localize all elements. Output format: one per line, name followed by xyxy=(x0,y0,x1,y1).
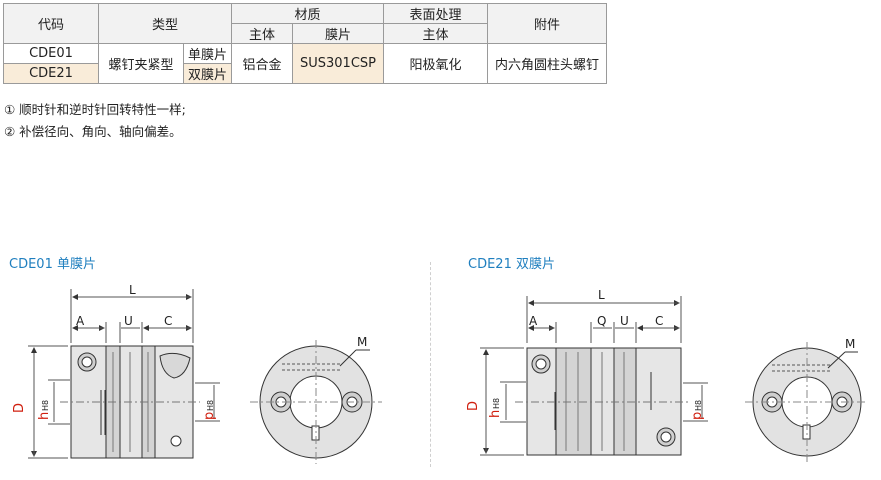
header-material: 材质 xyxy=(231,3,385,24)
cde01-side-view xyxy=(60,345,200,459)
dim-D-left: D xyxy=(12,403,27,413)
dim-L-left: L xyxy=(129,283,136,297)
dim-U-left: U xyxy=(124,314,133,328)
subheader-body: 主体 xyxy=(231,23,294,44)
dim-p-tol-left: H8 xyxy=(206,400,215,411)
caption-cde21: CDE21 双膜片 xyxy=(468,257,555,272)
dim-p-right: p xyxy=(690,412,705,420)
dim-M-right: M xyxy=(845,337,855,351)
cde21-front-view xyxy=(745,342,868,462)
dim-h-tol-right: H8 xyxy=(492,398,501,409)
dim-h-right: h xyxy=(488,410,503,418)
dim-h-left: h xyxy=(37,412,52,420)
header-code: 代码 xyxy=(3,3,99,44)
dim-A-right: A xyxy=(529,314,538,328)
caption-cde01: CDE01 单膜片 xyxy=(9,257,96,272)
cde21-drawing: L A Q U C M D h H8 p H8 xyxy=(466,288,868,462)
dim-p-tol-right: H8 xyxy=(694,400,703,411)
surface-cell: 阳极氧化 xyxy=(383,43,489,84)
dim-C-left: C xyxy=(164,314,172,328)
note-1: ① 顺时针和逆时针回转特性一样; xyxy=(4,102,186,117)
cde21-side-view xyxy=(515,347,690,456)
notes: ① 顺时针和逆时针回转特性一样; ② 补偿径向、角向、轴向偏差。 xyxy=(4,99,186,143)
cde01-drawing: L A U C M D h H8 p H8 xyxy=(12,283,382,464)
dim-L-right: L xyxy=(598,288,605,302)
figure-divider xyxy=(430,262,431,467)
type-cell: 螺钉夹紧型 xyxy=(98,43,184,84)
header-accessory: 附件 xyxy=(487,3,608,44)
dim-A-left: A xyxy=(76,314,85,328)
header-surface: 表面处理 xyxy=(383,3,489,24)
cde01-front-view xyxy=(250,340,382,464)
header-type: 类型 xyxy=(97,3,233,44)
dim-M-left: M xyxy=(357,335,367,349)
dim-Q-right: Q xyxy=(597,314,606,328)
dim-D-right: D xyxy=(466,401,481,411)
accessory-cell: 内六角圆柱头螺钉 xyxy=(487,43,608,84)
code-cde01: CDE01 xyxy=(3,43,99,64)
code-cde21: CDE21 xyxy=(3,63,99,84)
dim-h-tol-left: H8 xyxy=(41,400,50,411)
single-diaphragm-cell: 单膜片 xyxy=(182,43,233,64)
note-2: ② 补偿径向、角向、轴向偏差。 xyxy=(4,124,182,139)
spec-table: 代码 类型 材质 表面处理 附件 主体 膜片 主体 CDE01 螺钉夹紧型 单膜… xyxy=(3,3,608,84)
double-diaphragm-cell: 双膜片 xyxy=(182,63,233,84)
body-material-cell: 铝合金 xyxy=(231,43,294,84)
dim-C-right: C xyxy=(655,314,663,328)
dim-p-left: p xyxy=(202,412,217,420)
subheader-body-surface: 主体 xyxy=(383,23,489,44)
subheader-diaphragm: 膜片 xyxy=(292,23,385,44)
diaphragm-material-cell: SUS301CSP xyxy=(292,43,385,84)
dim-U-right: U xyxy=(620,314,629,328)
